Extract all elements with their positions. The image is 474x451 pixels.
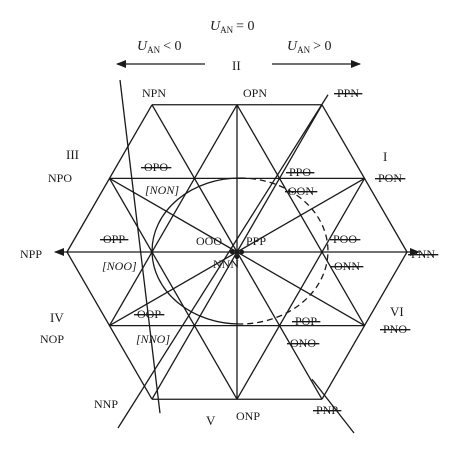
vector-line bbox=[151, 104, 238, 253]
vector-label-nop: NOP bbox=[40, 332, 64, 346]
left-condition-label: UAN< 0 bbox=[137, 39, 182, 55]
vector-line bbox=[236, 251, 365, 327]
vector-label-npn: NPN bbox=[142, 86, 166, 100]
vector-line bbox=[109, 251, 238, 327]
vector-label-onp: ONP bbox=[236, 409, 260, 423]
vector-line bbox=[109, 177, 238, 253]
vector-label-nno: [NNO] bbox=[136, 332, 170, 346]
vector-line bbox=[236, 251, 323, 400]
right-condition-label: UAN> 0 bbox=[287, 39, 332, 55]
vector-label-nnp: NNP bbox=[94, 397, 118, 411]
vector-line bbox=[236, 104, 323, 253]
sector-label-i: I bbox=[383, 149, 387, 164]
hexagon-geometry bbox=[54, 79, 420, 434]
center-dot bbox=[234, 254, 240, 260]
boundary-line bbox=[119, 79, 161, 414]
vector-label-npo: NPO bbox=[48, 171, 72, 185]
vector-label-nnn: NNN bbox=[213, 257, 239, 271]
trajectory-solid-arc bbox=[151, 177, 241, 325]
vector-line bbox=[151, 251, 238, 400]
boundary-line bbox=[117, 94, 329, 429]
vector-line bbox=[236, 177, 365, 253]
sector-label-vi: VI bbox=[390, 304, 404, 319]
trajectory-dashed-arc bbox=[239, 177, 329, 325]
vector-label-opn: OPN bbox=[243, 86, 267, 100]
sector-label-iii: III bbox=[66, 147, 79, 162]
vector-label-noo: [NOO] bbox=[102, 259, 137, 273]
boundary-line bbox=[311, 378, 355, 434]
sector-label-v: V bbox=[206, 413, 216, 428]
center-dot bbox=[239, 249, 245, 255]
vector-label-non: [NON] bbox=[145, 183, 179, 197]
sector-label-ii: II bbox=[232, 58, 241, 73]
vector-label-ooo: OOO bbox=[196, 234, 222, 248]
center-dot bbox=[229, 249, 235, 255]
center-condition-label: UAN= 0 bbox=[210, 19, 255, 35]
vector-label-ppp: PPP bbox=[246, 234, 266, 248]
vector-label-npp: NPP bbox=[20, 247, 42, 261]
sector-label-iv: IV bbox=[50, 310, 64, 325]
